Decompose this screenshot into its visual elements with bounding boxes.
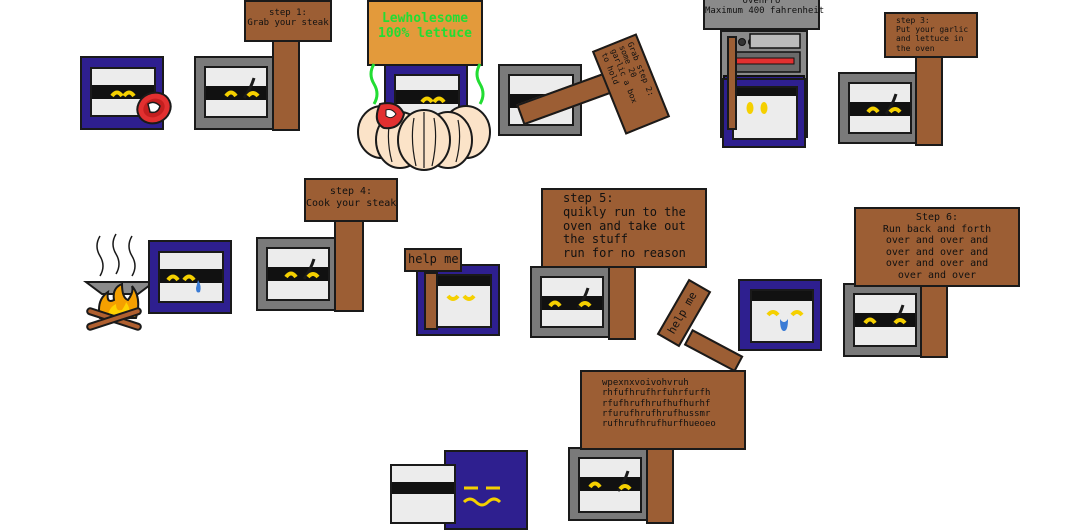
sign-step-5: step 5: quikly run to the oven and take … [541, 188, 707, 268]
sign-help-1: help me [404, 248, 462, 272]
white-panel [390, 464, 456, 524]
sign-step-3-text: step 3: Put your garlic and lettuce in t… [896, 16, 969, 53]
sign-post-tilted [683, 329, 744, 373]
sign-step-4: step 4: Cook your steak [304, 178, 398, 222]
happy-eyes-icon [548, 287, 592, 309]
squiggle-eyes-icon [462, 486, 502, 507]
purple-character-crying [148, 240, 232, 314]
sign-step-4-text: step 4: Cook your steak [306, 186, 397, 209]
gray-character-step1 [194, 56, 276, 130]
sign-oven-text: ovenPro Maximum 400 fahrenheit [705, 0, 825, 17]
tear-icon [780, 319, 788, 331]
sign-post [920, 280, 948, 358]
steam-icon [96, 233, 136, 277]
sign-step-2-text: Grab step 2: some 20 garlic a box to hol… [600, 40, 656, 105]
sign-post [334, 218, 364, 312]
sign-step-6-text: Step 6: Run back and forth over and over… [882, 212, 992, 281]
happy-eyes-icon [588, 470, 632, 492]
sign-step-1: step 1: Grab your steak [244, 0, 332, 42]
sign-post [608, 262, 636, 340]
lettuce-wavy-lines-icon [369, 63, 485, 105]
steak-icon [136, 91, 172, 125]
happy-eyes-icon [420, 96, 446, 104]
sign-step-3: step 3: Put your garlic and lettuce in t… [884, 12, 978, 58]
gray-character-step6 [843, 283, 925, 357]
sign-help-1-text: help me [408, 252, 459, 266]
sign-lettuce: Lewholesome 100% lettuce [367, 0, 483, 66]
gray-character-step5 [530, 266, 612, 338]
sign-step-5-text: step 5: quikly run to the oven and take … [563, 191, 686, 261]
oven-handle [727, 36, 737, 130]
purple-character-in-oven [722, 78, 806, 148]
purple-character-crying-2 [738, 279, 822, 351]
happy-eyes-icon [446, 294, 476, 301]
gray-character-step3 [838, 72, 920, 144]
sign-lettuce-text: Lewholesome 100% lettuce [378, 11, 472, 41]
sad-eyes-icon [166, 274, 201, 293]
gray-character-gibberish [568, 447, 650, 521]
campfire-icon [83, 233, 157, 331]
purple-character-bottom [444, 450, 528, 530]
happy-eyes-icon [866, 93, 902, 115]
sign-oven: ovenPro Maximum 400 fahrenheit [703, 0, 825, 30]
sign-post [424, 272, 438, 330]
gray-character-step4 [256, 237, 338, 311]
happy-eyes-icon [224, 77, 260, 99]
neutral-eyes-icon [746, 102, 768, 114]
happy-eyes-icon [284, 258, 320, 280]
happy-eyes-icon [110, 90, 136, 98]
sign-step-1-text: step 1: Grab your steak [247, 8, 329, 29]
sign-post [646, 444, 674, 524]
happy-eyes-icon [863, 304, 907, 326]
garlic-icon [357, 102, 491, 171]
sign-post [915, 54, 943, 146]
sad-eyes-icon [766, 310, 804, 331]
sign-gibberish: wpexnxvoivohvruh rhfufhrufhrfuhrfurfh rf… [580, 370, 746, 450]
sign-step-6: Step 6: Run back and forth over and over… [854, 207, 1020, 287]
sign-gibberish-text: wpexnxvoivohvruh rhfufhrufhrfuhrfurfh rf… [602, 378, 716, 430]
sign-post [272, 38, 300, 131]
sign-help-2-text: help me [665, 289, 700, 337]
tear-icon [196, 280, 201, 293]
